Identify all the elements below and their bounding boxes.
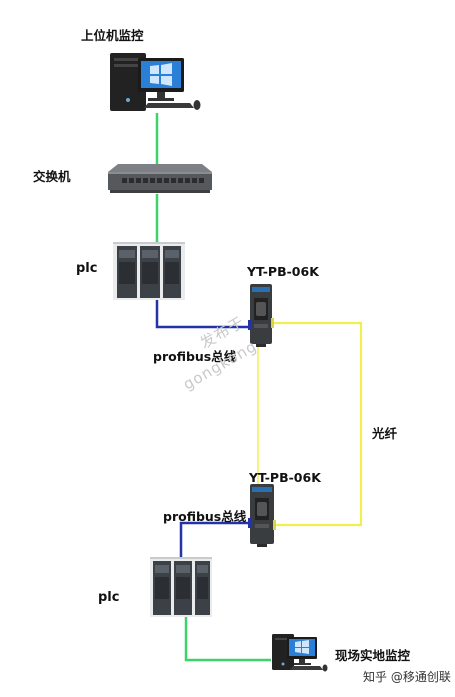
profibus-line-top <box>155 300 248 329</box>
label-converter-bottom: YT-PB-06K <box>249 470 321 485</box>
fiber-line-right <box>272 321 363 527</box>
label-plc-bottom: plc <box>98 590 120 605</box>
footer-attribution: 知乎 @移通创联 <box>363 670 451 684</box>
desktop-computer-icon <box>272 634 328 672</box>
label-fiber: 光纤 <box>372 426 398 441</box>
plc-rack-icon <box>113 242 185 300</box>
label-switch: 交换机 <box>33 169 71 184</box>
label-profibus-bottom: profibus总线 <box>163 509 247 524</box>
desktop-computer-icon <box>110 53 201 111</box>
connections <box>155 113 363 662</box>
profibus-fiber-converter-icon <box>248 484 276 547</box>
label-field-monitor: 现场实地监控 <box>335 648 411 663</box>
profibus-fiber-converter-icon <box>248 284 274 347</box>
label-profibus-top: profibus总线 <box>153 349 237 364</box>
label-plc-top: plc <box>76 261 98 276</box>
label-converter-top: YT-PB-06K <box>247 264 319 279</box>
label-host-monitor: 上位机监控 <box>81 28 144 43</box>
network-switch-icon <box>108 164 212 193</box>
ethernet-line-plc-to-field-pc <box>184 616 271 662</box>
plc-rack-icon <box>150 557 212 617</box>
profibus-line-bottom <box>179 521 248 557</box>
